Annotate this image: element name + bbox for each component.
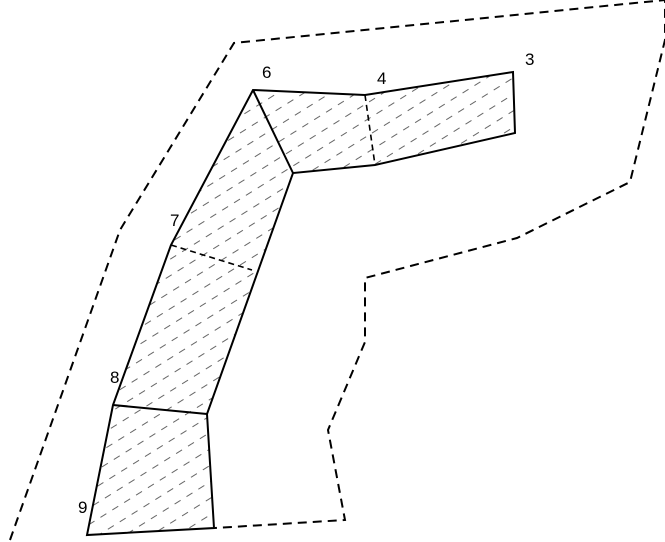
point-label-4: 4 — [377, 69, 386, 88]
point-label-3: 3 — [525, 50, 534, 69]
hatched-region — [87, 72, 515, 535]
point-label-8: 8 — [110, 368, 119, 387]
divider-7 — [170, 244, 253, 271]
divider-8 — [112, 404, 208, 415]
outer-boundary — [9, 0, 665, 541]
body-outline — [85, 70, 517, 537]
divider-6 — [252, 89, 294, 174]
divider-4 — [364, 94, 376, 166]
point-label-7: 7 — [170, 211, 179, 230]
point-label-9: 9 — [78, 498, 87, 517]
point-label-6: 6 — [262, 63, 271, 82]
